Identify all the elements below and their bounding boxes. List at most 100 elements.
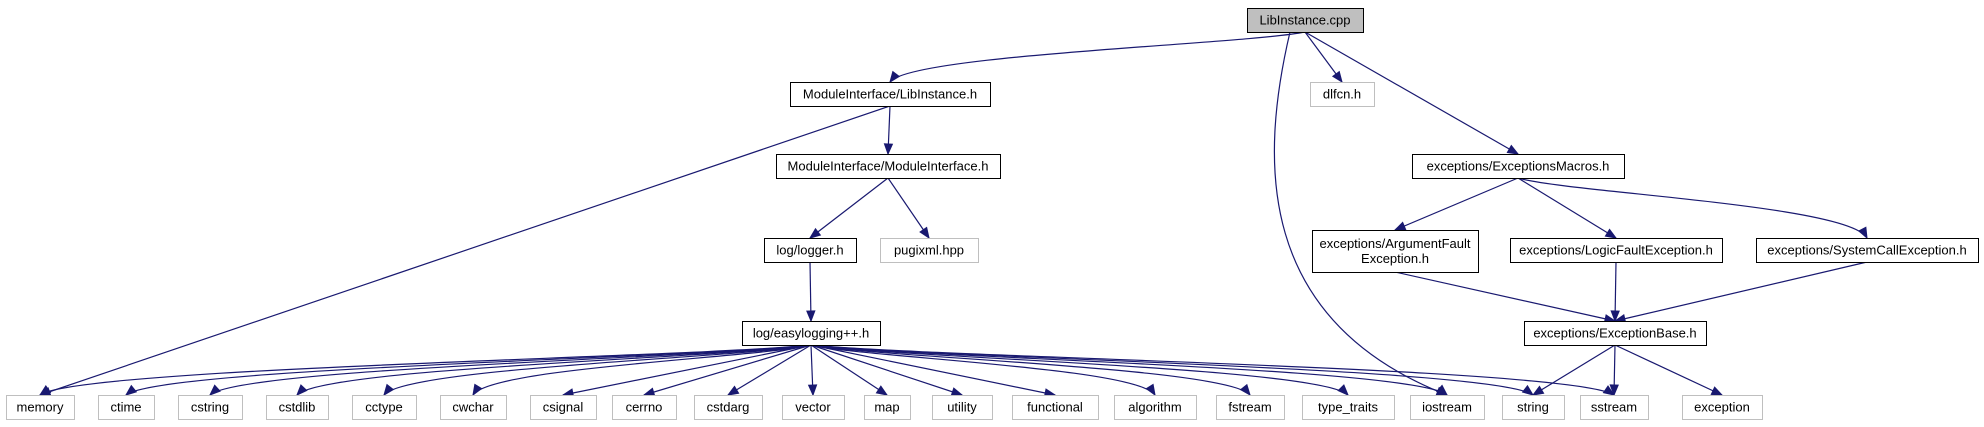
node-box [864,395,911,420]
node-box [1312,230,1479,273]
node-label: sstream [1591,400,1637,415]
node-memory: memory [6,395,75,420]
edge-log-easylogging-h-to-fstream [810,344,1251,397]
node-exceptions-logicfaultexception-h[interactable]: exceptions/LogicFaultException.h [1510,238,1723,263]
node-label: exceptions/ExceptionsMacros.h [1427,159,1610,174]
node-log-easylogging-h[interactable]: log/easylogging++.h [742,321,881,346]
node-label: pugixml.hpp [894,243,964,258]
node-utility: utility [932,395,993,420]
node-box [6,395,75,420]
node-box [1580,395,1649,420]
node-label: cstring [191,400,229,415]
edge-moduleinterface-moduleinterface-h-to-pugixml-hpp [887,177,930,240]
edge-log-logger-h-to-log-easylogging-h [806,261,816,323]
node-box [530,395,597,420]
node-label: cstdarg [707,400,750,415]
node-dlfcn-h: dlfcn.h [1310,82,1375,107]
edge-exceptions-systemcallexception-h-to-exceptions-exceptionbase-h [1613,261,1868,324]
node-cstdlib: cstdlib [266,395,329,420]
node-csignal: csignal [530,395,597,420]
node-label: exceptions/ExceptionBase.h [1533,326,1696,341]
edge-exceptions-exceptionbase-h-to-exception [1614,344,1724,396]
node-box [352,395,417,420]
edge-libinstance-cpp-to-moduleinterface-libinstance-h [889,31,1306,84]
node-label: log/easylogging++.h [753,326,869,341]
edge-log-easylogging-h-to-map [810,344,889,396]
node-label: exceptions/ArgumentFault [1319,236,1470,251]
edges-layer [38,31,1868,398]
node-vector: vector [782,395,845,420]
node-type-traits: type_traits [1302,395,1395,420]
node-exceptions-exceptionsmacros-h[interactable]: exceptions/ExceptionsMacros.h [1412,154,1625,179]
edge-libinstance-cpp-to-dlfcn-h [1304,31,1343,84]
edge-moduleinterface-moduleinterface-h-to-log-logger-h [808,177,889,239]
node-label: LibInstance.cpp [1259,13,1350,28]
edge-log-easylogging-h-to-vector [807,344,818,397]
node-box [98,395,155,420]
edge-libinstance-cpp-to-exceptions-exceptionsmacros-h [1304,31,1520,155]
edge-exceptions-exceptionbase-h-to-sstream [1609,344,1619,397]
edge-log-easylogging-h-to-cstdarg [726,344,812,396]
edge-log-easylogging-h-to-utility [810,344,964,397]
node-exceptions-exceptionbase-h[interactable]: exceptions/ExceptionBase.h [1524,321,1707,346]
node-box [178,395,243,420]
node-label: exceptions/SystemCallException.h [1767,243,1966,258]
node-log-logger-h[interactable]: log/logger.h [764,238,857,263]
edge-exceptions-exceptionsmacros-h-to-exceptions-systemcallexception-h [1517,177,1868,240]
edge-exceptions-argumentfaultexception-h-to-exceptions-exceptionbase-h [1394,271,1617,324]
node-string: string [1502,395,1565,420]
node-box [764,238,857,263]
node-map: map [864,395,911,420]
node-box [1756,238,1979,263]
node-box [790,82,991,107]
node-box [1502,395,1565,420]
node-box [782,395,845,420]
node-exception: exception [1682,395,1763,420]
node-algorithm: algorithm [1114,395,1197,420]
edge-exceptions-exceptionsmacros-h-to-exceptions-logicfaultexception-h [1517,177,1618,239]
node-label: algorithm [1128,400,1181,415]
node-label: ModuleInterface/LibInstance.h [803,87,977,102]
edge-exceptions-exceptionbase-h-to-string [1531,344,1616,396]
node-box [266,395,329,420]
node-fstream: fstream [1216,395,1285,420]
node-label: string [1517,400,1549,415]
node-label: cerrno [626,400,663,415]
node-label: exception [1694,400,1750,415]
nodes-layer: LibInstance.cppModuleInterface/LibInstan… [6,8,1979,420]
node-label: exceptions/LogicFaultException.h [1519,243,1713,258]
node-label: dlfcn.h [1323,87,1361,102]
node-box [1524,321,1707,346]
node-label: fstream [1228,400,1271,415]
node-moduleinterface-libinstance-h[interactable]: ModuleInterface/LibInstance.h [790,82,991,107]
node-exceptions-systemcallexception-h[interactable]: exceptions/SystemCallException.h [1756,238,1979,263]
node-pugixml-hpp: pugixml.hpp [880,238,979,263]
node-box [694,395,763,420]
node-box [1310,82,1375,107]
node-cstdarg: cstdarg [694,395,763,420]
node-box [440,395,507,420]
node-label: log/logger.h [776,243,843,258]
node-box [1302,395,1395,420]
node-box [1410,395,1485,420]
node-label: type_traits [1318,400,1378,415]
node-box [612,395,677,420]
node-box [742,321,881,346]
node-label: vector [795,400,831,415]
node-moduleinterface-moduleinterface-h[interactable]: ModuleInterface/ModuleInterface.h [776,154,1001,179]
node-box [1247,8,1364,33]
node-box [1412,154,1625,179]
edge-log-easylogging-h-to-type-traits [810,344,1349,396]
node-libinstance-cpp[interactable]: LibInstance.cpp [1247,8,1364,33]
node-box [932,395,993,420]
node-label: map [874,400,899,415]
node-functional: functional [1012,395,1099,420]
edge-moduleinterface-libinstance-h-to-moduleinterface-moduleinterface-h [883,105,894,156]
edge-log-easylogging-h-to-string [810,344,1535,396]
node-box [1216,395,1285,420]
node-label: utility [947,400,977,415]
edge-log-easylogging-h-to-sstream [810,344,1616,396]
node-iostream: iostream [1410,395,1485,420]
edge-log-easylogging-h-to-algorithm [810,344,1156,397]
